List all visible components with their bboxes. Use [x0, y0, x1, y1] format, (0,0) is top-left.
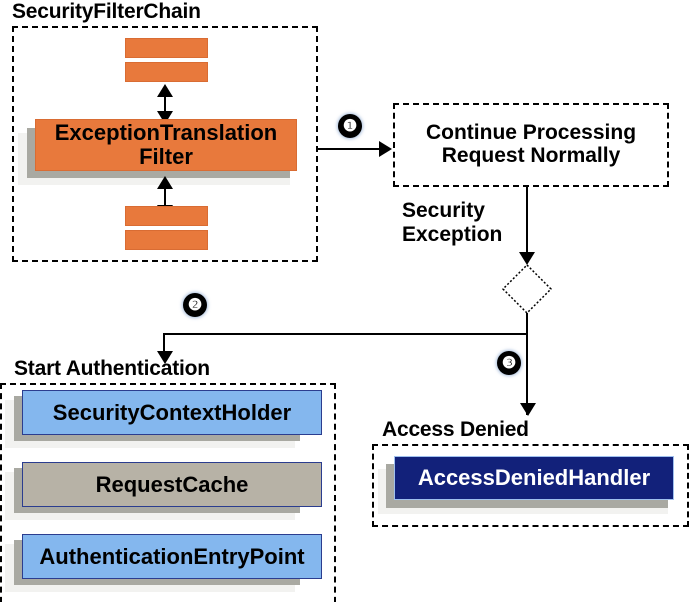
node-exception-translation-filter[interactable]: ExceptionTranslation Filter — [35, 119, 297, 171]
filter-bar-bottom-2[interactable] — [125, 230, 208, 250]
security-context-holder-label: SecurityContextHolder — [52, 399, 292, 425]
badge-3: ❸ — [497, 351, 521, 375]
filter-bar-top-1[interactable] — [125, 38, 208, 58]
node-authentication-entry-point[interactable]: AuthenticationEntryPoint — [22, 534, 322, 579]
continue-processing-label-line2: Request Normally — [441, 144, 621, 167]
decision-diamond[interactable] — [501, 263, 553, 315]
node-continue-processing-request-normally[interactable]: Continue Processing Request Normally — [393, 103, 669, 187]
connector-top-filter-line — [164, 92, 166, 118]
edge-2-arrowhead — [157, 351, 173, 364]
connector-bottom-filter-line — [164, 184, 166, 212]
edge-3-arrowhead — [520, 403, 536, 416]
access-denied-handler-label: AccessDeniedHandler — [417, 465, 651, 491]
filter-bar-top-2[interactable] — [125, 62, 208, 82]
edge-security-exception-arrowhead — [519, 252, 535, 265]
group-box-start-authentication — [0, 383, 336, 602]
badge-1: ❶ — [338, 114, 362, 138]
badge-2: ❷ — [183, 293, 207, 317]
request-cache-label: RequestCache — [95, 471, 249, 497]
connector-top-filter-arrow-up — [157, 84, 173, 97]
filter-bar-bottom-1[interactable] — [125, 206, 208, 226]
authentication-entry-point-label: AuthenticationEntryPoint — [39, 543, 305, 569]
node-access-denied-handler[interactable]: AccessDeniedHandler — [394, 456, 674, 500]
group-label-access-denied: Access Denied — [382, 418, 529, 441]
exception-translation-filter-label-line1: ExceptionTranslation — [54, 120, 278, 146]
edge-2-line — [163, 333, 165, 355]
exception-translation-filter-label-line2: Filter — [139, 144, 193, 169]
node-request-cache[interactable]: RequestCache — [22, 462, 322, 507]
edge-1-arrowhead — [379, 141, 392, 157]
group-label-security-filter-chain: SecurityFilterChain — [12, 0, 201, 23]
split-horizontal-line — [163, 333, 528, 335]
security-exception-line1: Security — [402, 199, 485, 222]
edge-1-line — [318, 148, 380, 150]
group-box-access-denied — [372, 444, 689, 527]
edge-3-line — [526, 333, 528, 415]
node-security-context-holder[interactable]: SecurityContextHolder — [22, 390, 322, 435]
continue-processing-label-line1: Continue Processing — [425, 121, 637, 145]
edge-security-exception-line — [526, 187, 528, 257]
connector-bottom-filter-arrow-up — [157, 176, 173, 189]
group-box-security-filter-chain — [12, 26, 318, 262]
security-exception-line2: Exception — [402, 222, 503, 246]
diamond-out-stub — [526, 313, 528, 335]
group-label-start-authentication: Start Authentication — [14, 357, 210, 380]
